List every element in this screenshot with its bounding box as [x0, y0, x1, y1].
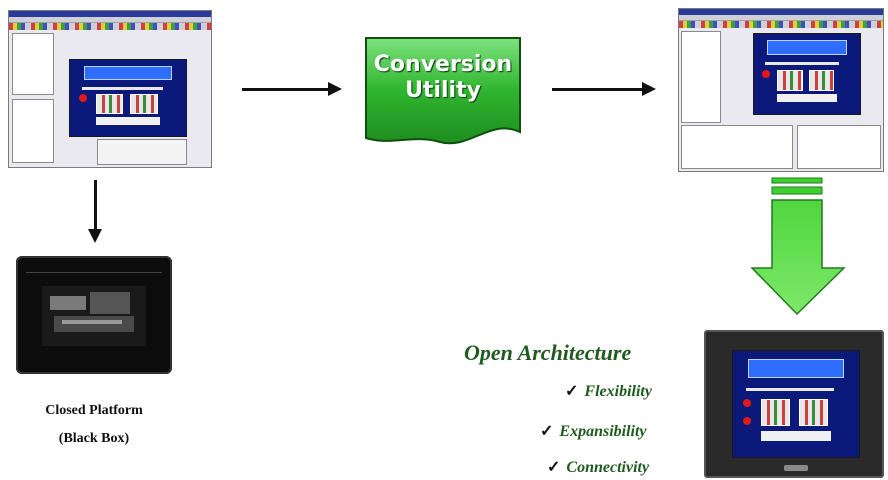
arrow-to-utility-head — [328, 82, 342, 96]
benefit-label: Connectivity — [566, 459, 650, 476]
hmi-screen-thumbnail — [732, 350, 860, 458]
arrow-to-closed-platform-shaft — [94, 180, 97, 230]
black-box-label: (Black Box) — [58, 431, 130, 446]
source-software-window — [8, 10, 212, 168]
device-header-bar — [26, 262, 162, 273]
window-titlebar — [9, 11, 211, 17]
closed-platform-device — [16, 256, 172, 374]
check-icon: ✓ — [540, 423, 554, 440]
properties-panel — [12, 99, 54, 163]
target-software-window — [678, 8, 884, 172]
device-logo — [784, 465, 808, 471]
arrow-to-target-shaft — [552, 88, 644, 91]
project-panel — [12, 33, 54, 95]
benefit-label: Flexibility — [584, 383, 652, 400]
closed-platform-label: Closed Platform — [45, 403, 143, 418]
image-panel — [97, 139, 187, 165]
hmi-screen-thumbnail — [753, 33, 861, 115]
benefit-item-expansibility: ✓ Expansibility — [540, 421, 647, 441]
output-panel-left — [681, 125, 793, 169]
window-menubar — [679, 15, 883, 21]
device-screen — [42, 286, 146, 346]
green-down-arrow — [750, 177, 846, 316]
conversion-label-line1: Conversion — [373, 52, 513, 77]
benefit-item-flexibility: ✓ Flexibility — [565, 381, 652, 401]
window-toolbar — [679, 21, 883, 28]
output-panel-right — [797, 125, 881, 169]
conversion-label-line2: Utility — [405, 78, 481, 103]
open-platform-device — [704, 330, 884, 478]
check-icon: ✓ — [565, 383, 579, 400]
open-architecture-title: Open Architecture — [464, 340, 632, 365]
benefit-label: Expansibility — [559, 423, 647, 440]
benefit-item-connectivity: ✓ Connectivity — [547, 457, 649, 477]
project-tree-panel — [681, 31, 721, 123]
arrow-to-utility-shaft — [242, 88, 330, 91]
conversion-utility-shape — [365, 37, 521, 145]
hmi-screen-thumbnail — [69, 59, 187, 137]
window-titlebar — [679, 9, 883, 15]
arrow-to-closed-platform-head — [88, 229, 102, 243]
window-toolbar — [9, 23, 211, 30]
arrow-to-target-head — [642, 82, 656, 96]
window-menubar — [9, 17, 211, 23]
check-icon: ✓ — [547, 459, 561, 476]
